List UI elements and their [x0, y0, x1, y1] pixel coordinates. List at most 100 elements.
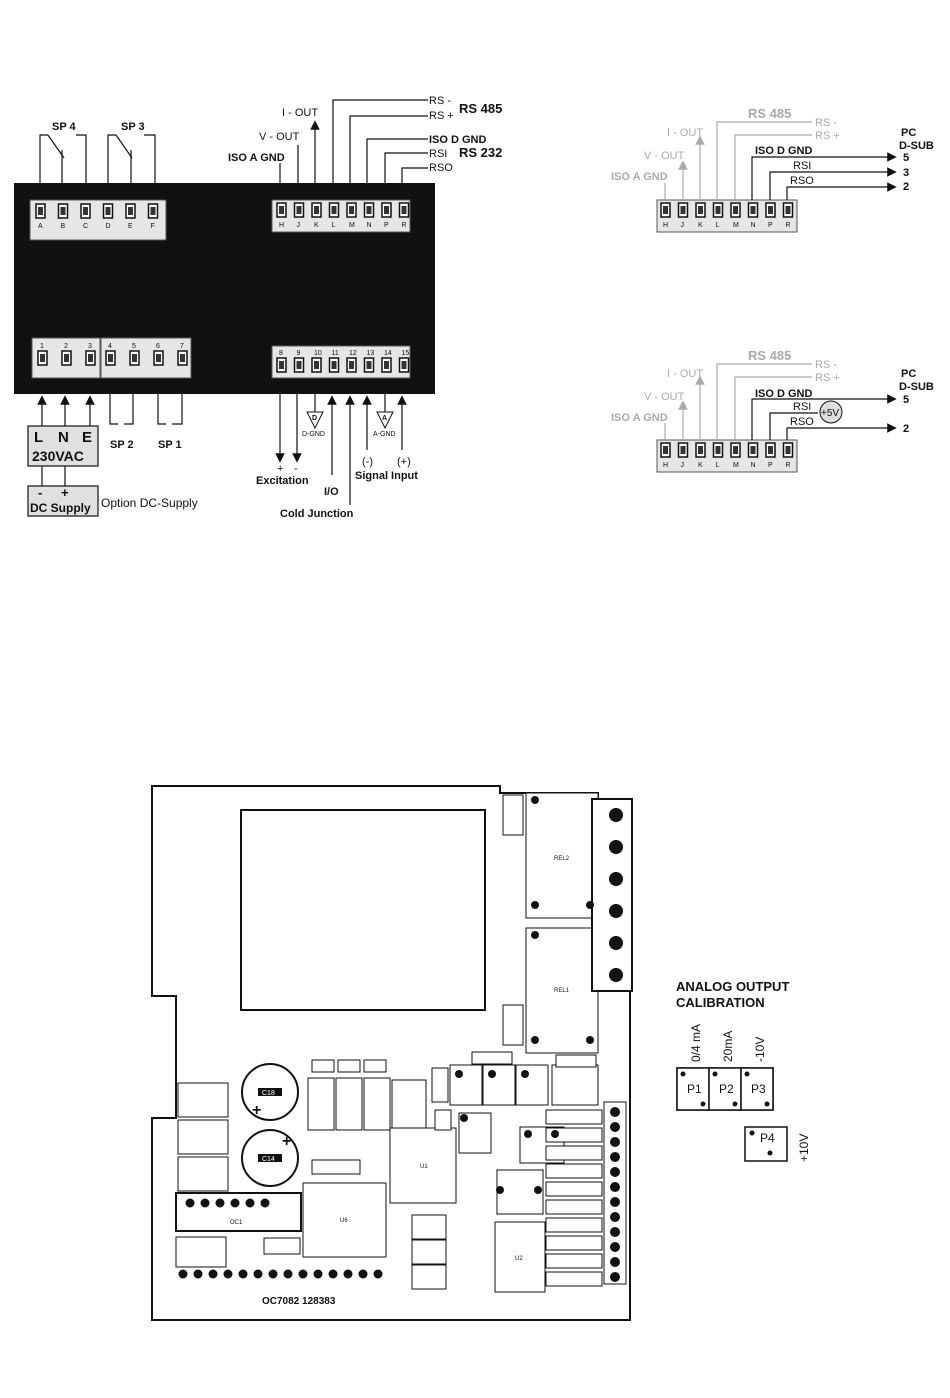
pcb-terminal-hole: [610, 1122, 620, 1132]
pcb-pad: [496, 1186, 504, 1194]
pcb-component: [307, 1077, 335, 1131]
pc1-pin-3: 3: [903, 167, 909, 179]
pcb-rel1-label: REL1: [554, 988, 570, 994]
signal-terminal-label: 11: [332, 350, 339, 357]
relay-bottom-screw-slot: [156, 354, 161, 362]
sp4-label: SP 4: [52, 121, 77, 133]
pcb-component: [363, 1077, 391, 1131]
signal-screw-slot: [366, 361, 372, 369]
pc2-terminal-label: N: [751, 462, 756, 469]
pcb-header-pin: [178, 1269, 188, 1279]
pcb-component: [545, 1199, 603, 1215]
pc1-terminal-label: R: [786, 222, 791, 229]
signal-screw-slot: [401, 361, 407, 369]
pcb-terminal-hole: [610, 1137, 620, 1147]
pcb-component: [391, 1079, 427, 1129]
pcb-header-pin: [208, 1269, 218, 1279]
pcb-pad: [531, 796, 539, 804]
l-label: L: [34, 429, 43, 446]
pcb-c18-plus: +: [252, 1102, 261, 1119]
pc1-iso-a-gnd-label: ISO A GND: [611, 171, 668, 183]
pcb-component: [551, 1064, 599, 1106]
relay-top-screw-slot: [83, 207, 88, 215]
relay-bottom-terminal-label: 4: [108, 343, 112, 350]
e-label: E: [82, 429, 92, 446]
pcb-component: [411, 1214, 447, 1240]
comm-terminal-label: J: [297, 222, 301, 229]
pcb-terminal-hole: [610, 1242, 620, 1252]
comm-wiring-top: [279, 99, 428, 183]
pcb-component: [311, 1159, 361, 1175]
pc2-dsub-label: D-SUB: [899, 381, 934, 393]
rsi-label: RSI: [429, 148, 447, 160]
pcb-component: [545, 1109, 603, 1125]
pcb-terminal-hole: [610, 1167, 620, 1177]
relay-bottom-screw-slot: [132, 354, 137, 362]
dc-plus-label: +: [61, 485, 69, 500]
pcb-u2-label: U2: [515, 1256, 523, 1262]
range-minus-10v-label: -10V: [753, 1037, 767, 1062]
pcb-pad: [460, 1114, 468, 1122]
pcb-header-pin: [238, 1269, 248, 1279]
signal-input-label: Signal Input: [355, 470, 418, 482]
pc2-screw-slot: [698, 446, 703, 454]
pc1-screw-slot: [715, 206, 721, 214]
pcb-header-pin: [193, 1269, 203, 1279]
voltage-label: 230VAC: [32, 448, 84, 464]
comm-terminal-label: R: [402, 222, 407, 229]
pcb-header-pin: [268, 1269, 278, 1279]
pcb-pad: [524, 1130, 532, 1138]
relay-top-terminal-label: D: [106, 223, 111, 230]
pcb-terminal-hole: [609, 840, 623, 854]
relay-bottom-terminal-label: 5: [132, 343, 136, 350]
pc2-terminal-label: J: [681, 462, 685, 469]
pc2-screw-slot: [680, 446, 686, 454]
relay-top-terminal-label: C: [83, 223, 88, 230]
rs-minus-label: RS -: [429, 95, 451, 107]
iso-d-gnd-label: ISO D GND: [429, 134, 487, 146]
pc2-screw-slot: [750, 446, 756, 454]
pc2-pin-2: 2: [903, 423, 909, 435]
signal-screw-slot: [349, 361, 354, 369]
pcb-terminal-hole: [609, 872, 623, 886]
pc1-pc-label: PC: [901, 127, 916, 139]
pc1-screw-slot: [733, 206, 738, 214]
pcb-component: [175, 1236, 227, 1268]
pc2-screw-slot: [663, 446, 668, 454]
pcb-header-pin: [373, 1269, 383, 1279]
pc1-screw-slot: [680, 206, 686, 214]
power-wiring: [37, 395, 95, 486]
pcb-pad: [586, 901, 594, 909]
excitation-plus-label: +: [277, 463, 283, 475]
pc1-screw-slot: [768, 206, 773, 214]
comm-screw-slot: [279, 206, 284, 214]
signal-screw-slot: [279, 361, 284, 369]
comm-screw-slot: [401, 206, 407, 214]
relay-top-terminal-label: B: [61, 223, 66, 230]
pc1-iso-d-gnd-label: ISO D GND: [755, 145, 813, 157]
pc1-terminal-label: L: [716, 222, 720, 229]
relay-top-screw-slot: [128, 207, 133, 215]
pcb-component: [177, 1082, 229, 1118]
power-screw-slot: [88, 354, 93, 362]
relay-bottom-terminal-label: 6: [156, 343, 160, 350]
relay-top-terminal-label: A: [38, 223, 43, 230]
pcb-board: REL2 REL1 C18 + C14 + U6 U1 U2 OC1 OC708…: [151, 785, 633, 1321]
pcb-component: [496, 1169, 544, 1215]
signal-terminal-label: 8: [279, 350, 283, 357]
pcb-oc1: [175, 1192, 302, 1232]
pc1-rso-label: RSO: [790, 175, 814, 187]
signal-wiring: [275, 394, 407, 505]
pcb-pad: [488, 1070, 496, 1078]
pcb-terminal-hole: [610, 1212, 620, 1222]
pcb-component: [545, 1271, 603, 1287]
pcb-terminal-strip-top: [591, 798, 633, 992]
pc2-rs-plus-label: RS +: [815, 372, 840, 384]
pcb-pad: [521, 1070, 529, 1078]
pcb-component: [363, 1059, 387, 1073]
analog-output-calibration: ANALOG OUTPUT CALIBRATION 0/4 mA 20mA -1…: [676, 979, 811, 1162]
comm-screw-slot: [366, 206, 372, 214]
